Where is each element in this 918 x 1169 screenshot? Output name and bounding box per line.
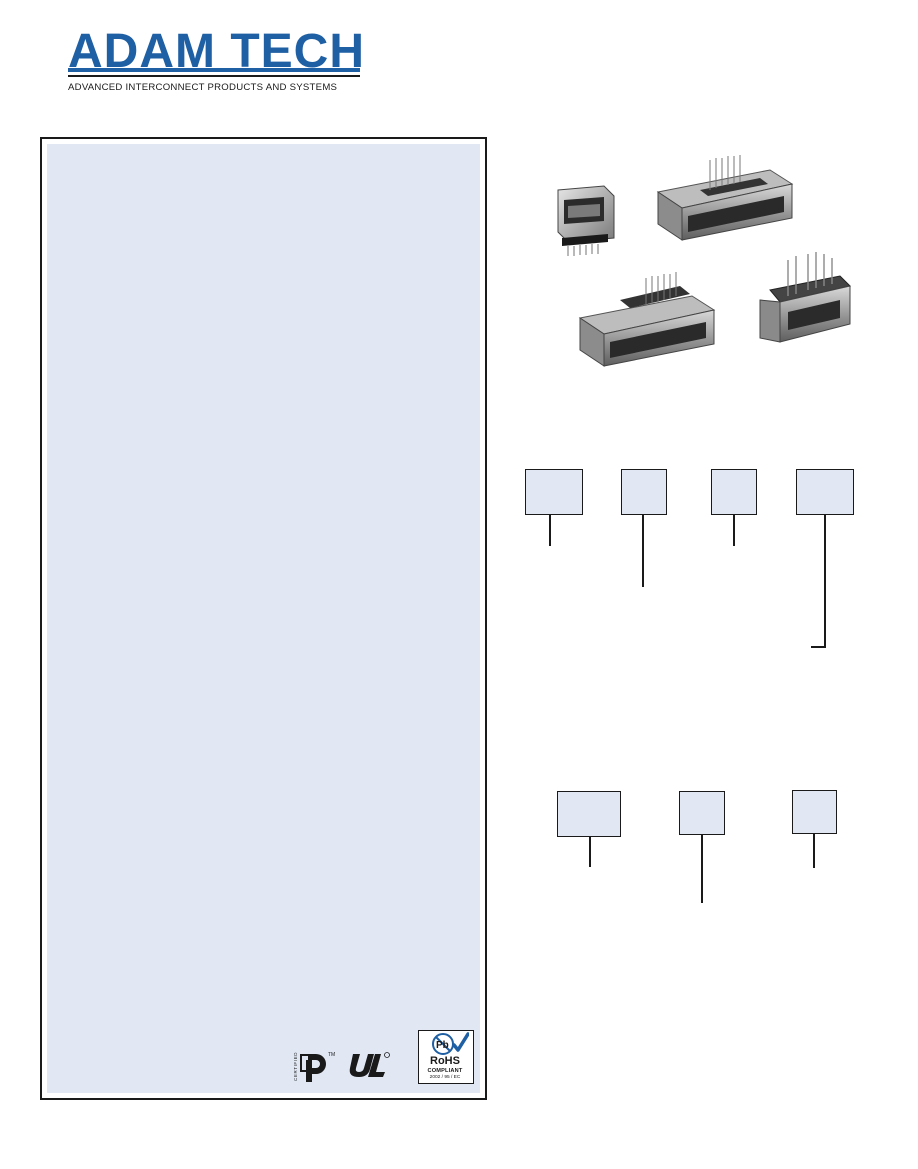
- option-field-2: [679, 791, 725, 835]
- part-number-field-1: [525, 469, 583, 515]
- rohs-compliant-badge: Pb RoHS COMPLIANT 2002 / 95 / EC: [418, 1030, 474, 1084]
- rohs-directive: 2002 / 95 / EC: [429, 1075, 461, 1080]
- ul-recognized-icon: [349, 1052, 390, 1077]
- option-field-3: [792, 790, 837, 834]
- leader-line-1: [549, 515, 551, 546]
- part-number-field-4: [796, 469, 854, 515]
- adam-tech-logo: ADAM TECH: [68, 25, 365, 94]
- part-number-field-3: [711, 469, 757, 515]
- part-number-field-2: [621, 469, 667, 515]
- leader-line-4-tick: [811, 646, 826, 648]
- option-leader-line-3: [813, 834, 815, 868]
- specification-panel-body: [47, 144, 480, 1093]
- option-field-1: [557, 791, 621, 837]
- rohs-title: RoHS: [430, 1055, 460, 1067]
- mini-displayport-vertical-icon: [557, 185, 615, 256]
- logo-rule-blue: [68, 68, 360, 72]
- dp-certified-label: CERTIFIED: [293, 1052, 298, 1081]
- logo-rule-black: [68, 75, 360, 77]
- rohs-compliant-label: COMPLIANT: [427, 1068, 463, 1074]
- brand-name: ADAM TECH: [68, 25, 365, 78]
- displayport-certified-icon: CERTIFIED TM: [293, 1052, 335, 1082]
- leader-line-2: [642, 515, 644, 587]
- rohs-symbol: Pb: [436, 1040, 449, 1051]
- specification-panel: [40, 137, 487, 1100]
- displayport-right-angle-icon: [656, 155, 794, 241]
- lead-free-icon: Pb: [432, 1032, 469, 1055]
- dp-tm: TM: [328, 1052, 335, 1058]
- mini-displayport-right-angle-icon: [759, 252, 851, 343]
- option-leader-line-1: [589, 837, 591, 867]
- product-photos: [557, 155, 851, 367]
- brand-tagline: ADVANCED INTERCONNECT PRODUCTS AND SYSTE…: [68, 82, 338, 93]
- leader-line-3: [733, 515, 735, 546]
- displayport-right-angle-icon-2: [578, 272, 716, 367]
- leader-line-4: [824, 515, 826, 648]
- option-leader-line-2: [701, 835, 703, 903]
